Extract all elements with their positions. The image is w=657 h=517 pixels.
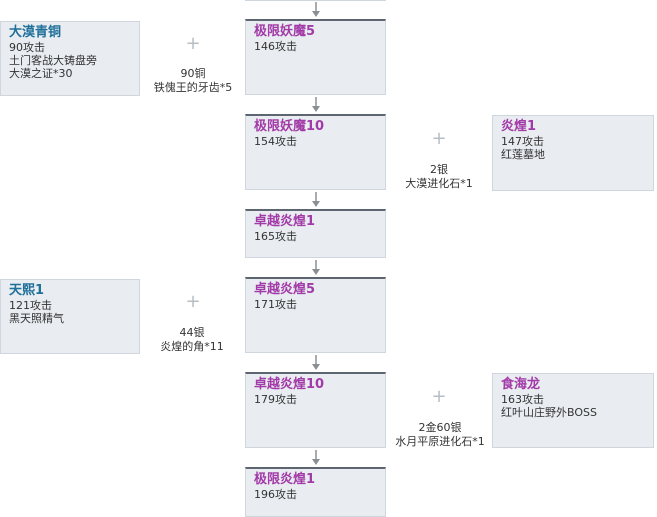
item-attack: 171攻击 [254,298,297,311]
cost-material: 大漠进化石*1 [405,177,473,190]
item-attack: 165攻击 [254,230,297,243]
item-attack: 196攻击 [254,488,297,501]
item-requirement: 大漠之证*30 [9,67,73,80]
item-name: 卓越炎煌5 [254,282,316,297]
main-item-card: 极限妖魔10 154攻击 [245,114,386,190]
item-attack: 146攻击 [254,40,297,53]
item-attack: 154攻击 [254,135,297,148]
upgrade-cost: 90铜 铁傀王的牙齿*5 [154,67,233,95]
arrow-down-icon [308,260,324,276]
item-source: 红莲墓地 [501,148,545,161]
arrow-down-icon [308,97,324,113]
cost-money: 2银 [430,163,448,176]
cost-material: 炎煌的角*11 [160,340,224,353]
right-item-card: 食海龙 163攻击 红叶山庄野外BOSS [492,373,654,448]
item-attack: 179攻击 [254,393,297,406]
item-source: 红叶山庄野外BOSS [501,406,597,419]
item-attack: 90攻击 [9,41,45,54]
plus-icon: + [431,128,447,149]
right-item-card: 炎煌1 147攻击 红莲墓地 [492,115,654,191]
upgrade-cost: 2银 大漠进化石*1 [405,163,473,191]
plus-icon: + [185,291,201,312]
left-item-card: 大漠青铜 90攻击 土门客战大铸盘旁 大漠之证*30 [0,21,140,96]
item-name: 卓越炎煌10 [254,377,325,392]
item-name: 炎煌1 [501,119,537,134]
cost-material: 铁傀王的牙齿*5 [153,81,233,94]
cost-money: 2金60银 [418,421,462,434]
item-name: 天熙1 [9,283,45,298]
arrow-down-icon [308,450,324,466]
main-item-card: 卓越炎煌1 165攻击 [245,209,386,258]
upgrade-cost: 2金60银 水月平原进化石*1 [395,421,485,449]
main-item-card: 极限妖魔5 146攻击 [245,19,386,95]
item-name: 极限炎煌1 [254,472,316,487]
arrow-down-icon [308,355,324,371]
plus-icon: + [431,386,447,407]
cost-money: 44银 [179,326,205,339]
left-item-card: 天熙1 121攻击 黑天照精气 [0,279,140,354]
item-name: 极限妖魔10 [254,119,325,134]
item-name: 卓越炎煌1 [254,214,316,229]
item-attack: 121攻击 [9,299,52,312]
item-name: 极限妖魔5 [254,24,316,39]
upgrade-cost: 44银 炎煌的角*11 [160,326,224,354]
item-attack: 163攻击 [501,393,544,406]
item-source: 土门客战大铸盘旁 [9,54,97,67]
item-attack: 147攻击 [501,135,544,148]
item-name: 大漠青铜 [9,25,62,40]
cost-money: 90铜 [180,67,206,80]
arrow-down-icon [308,192,324,208]
item-source: 黑天照精气 [9,312,64,325]
main-item-card: 卓越炎煌5 171攻击 [245,277,386,353]
plus-icon: + [185,33,201,54]
main-item-card: 极限炎煌1 196攻击 [245,467,386,517]
previous-card-stub [245,0,386,1]
cost-material: 水月平原进化石*1 [395,435,485,448]
item-name: 食海龙 [501,377,541,392]
arrow-down-icon [308,2,324,18]
main-item-card: 卓越炎煌10 179攻击 [245,372,386,448]
